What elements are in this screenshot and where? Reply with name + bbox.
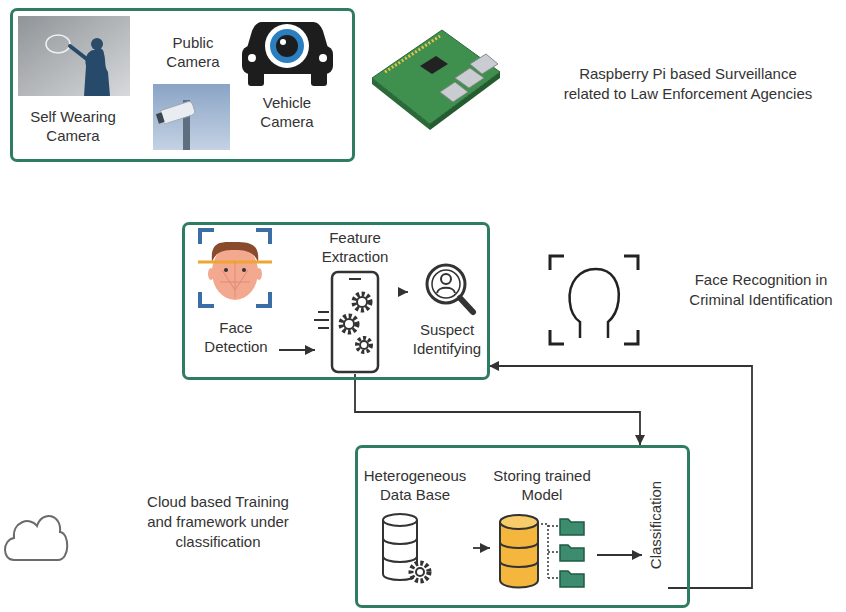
feature-extraction-icon	[357, 297, 367, 307]
suspect-search-icon	[441, 274, 451, 284]
annotation-label: Face Recognition in Criminal Identificat…	[680, 270, 842, 310]
connector-arrow	[597, 554, 642, 556]
camera-photo	[153, 84, 230, 150]
feature-extraction-icon	[354, 294, 370, 310]
node-label: Vehicle Camera	[241, 93, 333, 131]
connector-arrow	[279, 349, 315, 351]
annotation-label: Cloud based Training and framework under…	[138, 492, 298, 552]
cloud-panel: Heterogeneous Data Base Storing trained M…	[355, 445, 690, 608]
database-icon	[416, 568, 424, 576]
head-scan-icon	[570, 269, 619, 338]
database-icon	[411, 563, 429, 581]
feature-extraction-icon	[314, 319, 329, 321]
trained-model-icon	[500, 515, 584, 588]
face-detection-icon	[212, 242, 258, 262]
snow-photo	[18, 16, 130, 96]
feature-extraction-icon	[344, 319, 354, 329]
face-detection-icon	[198, 230, 272, 306]
trained-model-icon	[500, 515, 538, 529]
process-step: Storing trained Model	[490, 466, 597, 600]
raspberry-pi-board	[385, 36, 440, 72]
connector-arrow	[355, 374, 640, 445]
vehicle-camera-icon	[280, 39, 286, 45]
vehicle-camera-icon	[248, 70, 264, 86]
feature-extraction-icon	[332, 272, 378, 372]
camera-photo	[153, 84, 230, 150]
face-detection-icon	[224, 268, 228, 272]
head-scan-icon	[550, 256, 638, 344]
vehicle-camera-icon	[248, 54, 256, 62]
connector-arrow	[489, 366, 752, 588]
recognition-panel: Face Detection Feature ExtractionSuspect …	[182, 222, 490, 380]
feature-extraction-icon	[357, 338, 371, 352]
suspect-search-icon	[427, 265, 473, 312]
face-detection-icon	[200, 230, 270, 306]
node-label: Heterogeneous Data Base	[360, 466, 470, 504]
camera-panel: Public CameraSelf Wearing Camera Vehicle …	[10, 8, 355, 162]
vehicle-camera-icon	[242, 22, 333, 86]
head-scan-icon	[550, 256, 638, 344]
trained-model-icon	[560, 519, 584, 535]
connector-arrow	[473, 547, 490, 549]
suspect-search-icon	[432, 270, 460, 298]
vehicle-camera-icon	[319, 54, 327, 62]
face-detection-icon	[242, 268, 246, 272]
feature-extraction-icon	[318, 327, 329, 329]
trained-model-icon	[560, 571, 584, 587]
trained-model-icon	[541, 524, 558, 578]
process-step: Face Detection	[196, 226, 279, 362]
suspect-search-icon	[437, 288, 455, 293]
rotated-label: Classification	[646, 481, 665, 569]
vehicle-camera-icon	[276, 35, 298, 57]
snow-photo	[46, 35, 70, 53]
camera-photo	[155, 101, 195, 126]
database-icon	[383, 538, 417, 562]
node-label: Feature Extraction	[315, 228, 395, 266]
vehicle-camera-icon	[311, 70, 327, 86]
annotation-label: Raspberry Pi based Surveillance related …	[559, 64, 817, 104]
raspberry-pi-board	[372, 30, 500, 130]
node-label: Public Camera	[153, 33, 233, 71]
feature-extraction-icon	[341, 316, 357, 332]
database-icon	[383, 514, 417, 526]
connector-arrow	[398, 291, 408, 293]
process-step: Heterogeneous Data Base	[360, 466, 473, 590]
feature-extraction-icon	[318, 311, 329, 313]
feature-extraction-icon	[349, 278, 361, 280]
node-label: Suspect Identifying	[408, 320, 486, 358]
camera-photo	[159, 101, 196, 125]
vehicle-camera-icon	[265, 24, 309, 68]
database-icon	[383, 514, 429, 581]
suspect-search-icon	[460, 298, 473, 312]
face-detection-icon	[220, 262, 250, 298]
face-detection-icon	[208, 268, 214, 280]
snow-photo	[91, 38, 103, 50]
raspberry-pi-board	[440, 82, 468, 102]
snow-photo	[84, 48, 110, 96]
raspberry-pi-board	[372, 30, 500, 124]
feature-extraction-icon	[360, 341, 368, 349]
process-step: Feature Extraction	[315, 226, 398, 374]
trained-model-icon	[500, 542, 538, 567]
raspberry-pi-board	[372, 78, 430, 130]
vehicle-camera-icon	[270, 29, 304, 63]
node-label: Face Detection	[196, 318, 276, 356]
trained-model-icon	[560, 545, 584, 561]
snow-photo	[70, 46, 88, 60]
node-label: Storing trained Model	[490, 466, 594, 504]
trained-model-icon	[500, 522, 538, 588]
process-step: Classification	[642, 458, 668, 592]
raspberry-pi-board	[420, 56, 448, 74]
camera-photo	[156, 112, 165, 123]
feature-extraction-icon	[314, 272, 378, 372]
snow-photo	[18, 16, 130, 96]
process-step: Suspect Identifying	[408, 262, 489, 372]
face-detection-icon	[256, 268, 262, 280]
cloud-icon	[5, 516, 67, 560]
node-label: Self Wearing Camera	[21, 107, 125, 145]
